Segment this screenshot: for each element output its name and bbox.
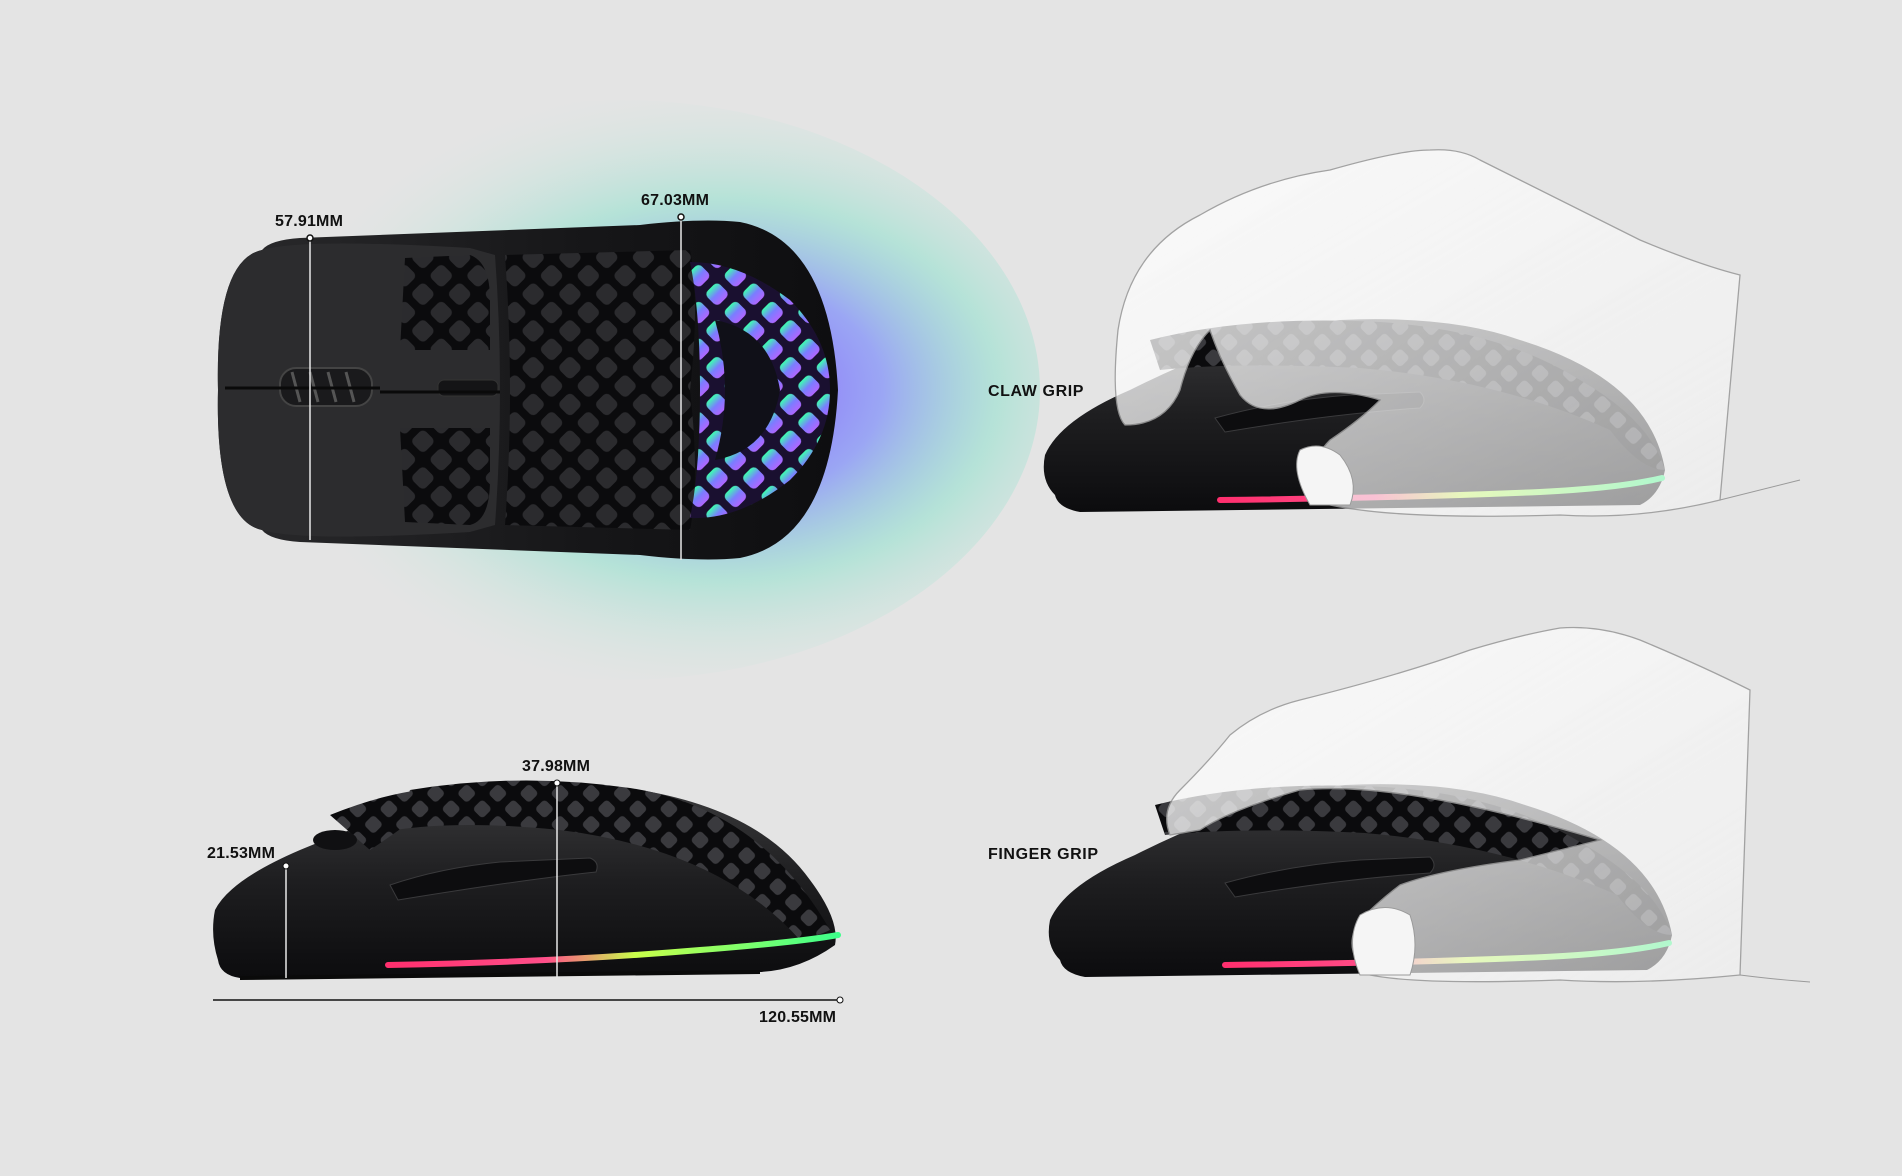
top-view-dimension-lines (306, 213, 685, 560)
top-width-front-label: 67.03MM (641, 192, 710, 209)
top-width-rear-label: 57.91MM (275, 213, 344, 230)
finger-grip-illustration (1048, 626, 1811, 983)
top-view-mouse (200, 100, 1040, 680)
side-height-rear-label: 21.53MM (207, 845, 276, 862)
side-length-label: 120.55MM (759, 1009, 837, 1026)
side-height-peak-label: 37.98MM (522, 758, 591, 775)
side-view-mouse (213, 780, 841, 980)
finger-grip-label: FINGER GRIP (988, 846, 1099, 863)
side-view-dimension-lines (213, 779, 844, 1004)
claw-grip-label: CLAW GRIP (988, 383, 1085, 400)
claw-grip-illustration (1043, 149, 1801, 517)
